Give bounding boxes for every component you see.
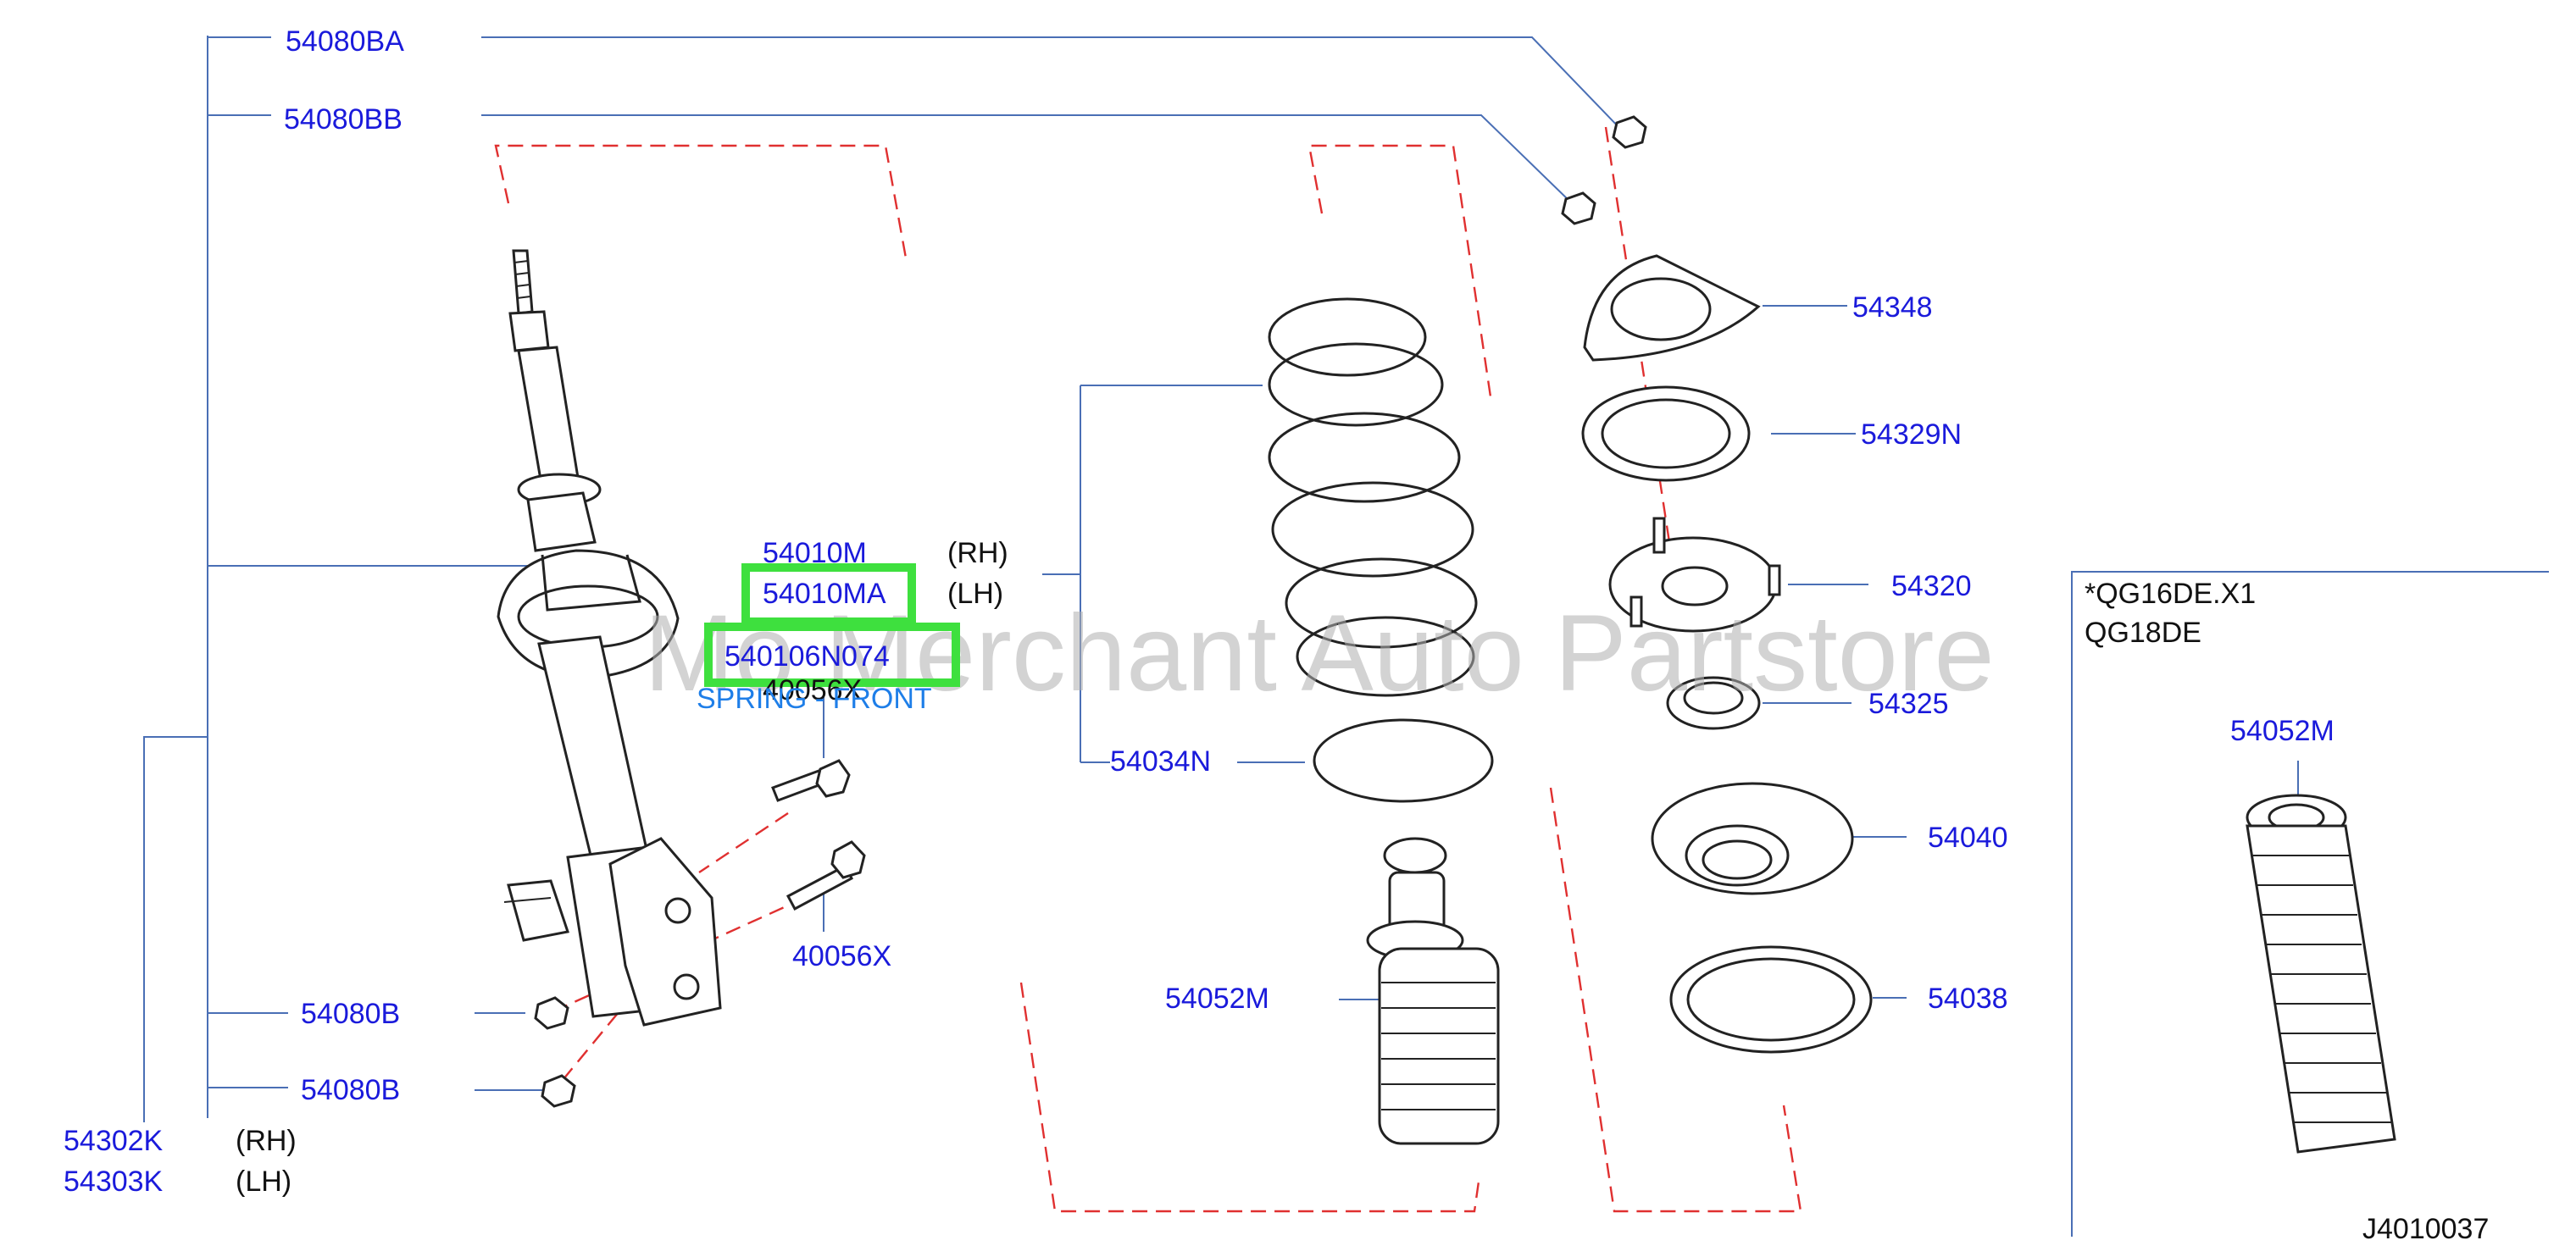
callout-54080B-lower[interactable]: 54080B	[301, 1074, 400, 1106]
strut-assembly	[497, 249, 722, 1027]
callout-54080B-upper[interactable]: 54080B	[301, 998, 400, 1030]
bearing	[1666, 676, 1761, 730]
mount-gasket	[1581, 385, 1751, 482]
mount-plate	[1583, 254, 1761, 362]
callout-54034N[interactable]: 54034N	[1110, 745, 1211, 778]
top-mount-stack	[1561, 115, 1873, 1054]
caption-spring-front: SPRING - FRONT	[697, 683, 932, 715]
bolts	[534, 759, 866, 1108]
leader-lines	[143, 36, 2549, 1237]
highlight-54010ma	[741, 563, 916, 626]
insulator	[1669, 945, 1873, 1054]
callout-54040[interactable]: 54040	[1928, 822, 2008, 854]
qualifier-lh-b: (LH)	[236, 1166, 291, 1198]
qualifier-rh-a: (RH)	[947, 537, 1008, 569]
qualifier-rh-b: (RH)	[236, 1125, 297, 1157]
diagram-code: J4010037	[2362, 1213, 2489, 1245]
highlight-540106n074	[704, 623, 960, 687]
callout-54320[interactable]: 54320	[1891, 570, 1972, 602]
callout-54052M-inset[interactable]: 54052M	[2230, 715, 2334, 747]
callout-54080BB[interactable]: 54080BB	[284, 103, 402, 136]
inset-bump-stop	[2246, 794, 2396, 1154]
knuckle-bracket	[608, 837, 722, 1027]
bump-stop	[1366, 837, 1500, 1145]
inset-note-line1: *QG16DE.X1	[2085, 578, 2256, 610]
spring-insulator	[1313, 718, 1494, 803]
qualifier-lh-a: (LH)	[947, 578, 1003, 610]
callout-54010MA[interactable]: 54010MA	[763, 578, 886, 610]
callout-54303K[interactable]: 54303K	[64, 1166, 164, 1198]
callout-40056X-lower[interactable]: 40056X	[792, 940, 891, 972]
bolt-lower	[786, 863, 853, 911]
watermark: Mo Merchant Auto Partstore	[644, 593, 1995, 714]
callout-54325[interactable]: 54325	[1868, 688, 1949, 720]
nut-54080bb	[1561, 191, 1596, 225]
callout-54080BA[interactable]: 54080BA	[286, 25, 404, 58]
inset-note-line2: QG18DE	[2085, 617, 2201, 649]
nut-54080ba	[1612, 115, 1647, 149]
piston-rod	[512, 249, 534, 315]
callout-54010M[interactable]: 54010M	[763, 537, 867, 569]
coil-spring	[1268, 297, 1494, 803]
nut-lower	[541, 1074, 576, 1108]
callout-54348[interactable]: 54348	[1852, 291, 1933, 324]
callout-54038[interactable]: 54038	[1928, 983, 2008, 1015]
upper-seat	[1651, 782, 1854, 895]
callout-54329N[interactable]: 54329N	[1861, 418, 1962, 451]
callout-540106N074[interactable]: 540106N074	[724, 640, 890, 673]
nut-upper	[534, 996, 569, 1030]
callout-40056X-upper[interactable]: 40056X	[763, 674, 862, 706]
callout-54302K[interactable]: 54302K	[64, 1125, 164, 1157]
callout-54052M-main[interactable]: 54052M	[1165, 983, 1269, 1015]
